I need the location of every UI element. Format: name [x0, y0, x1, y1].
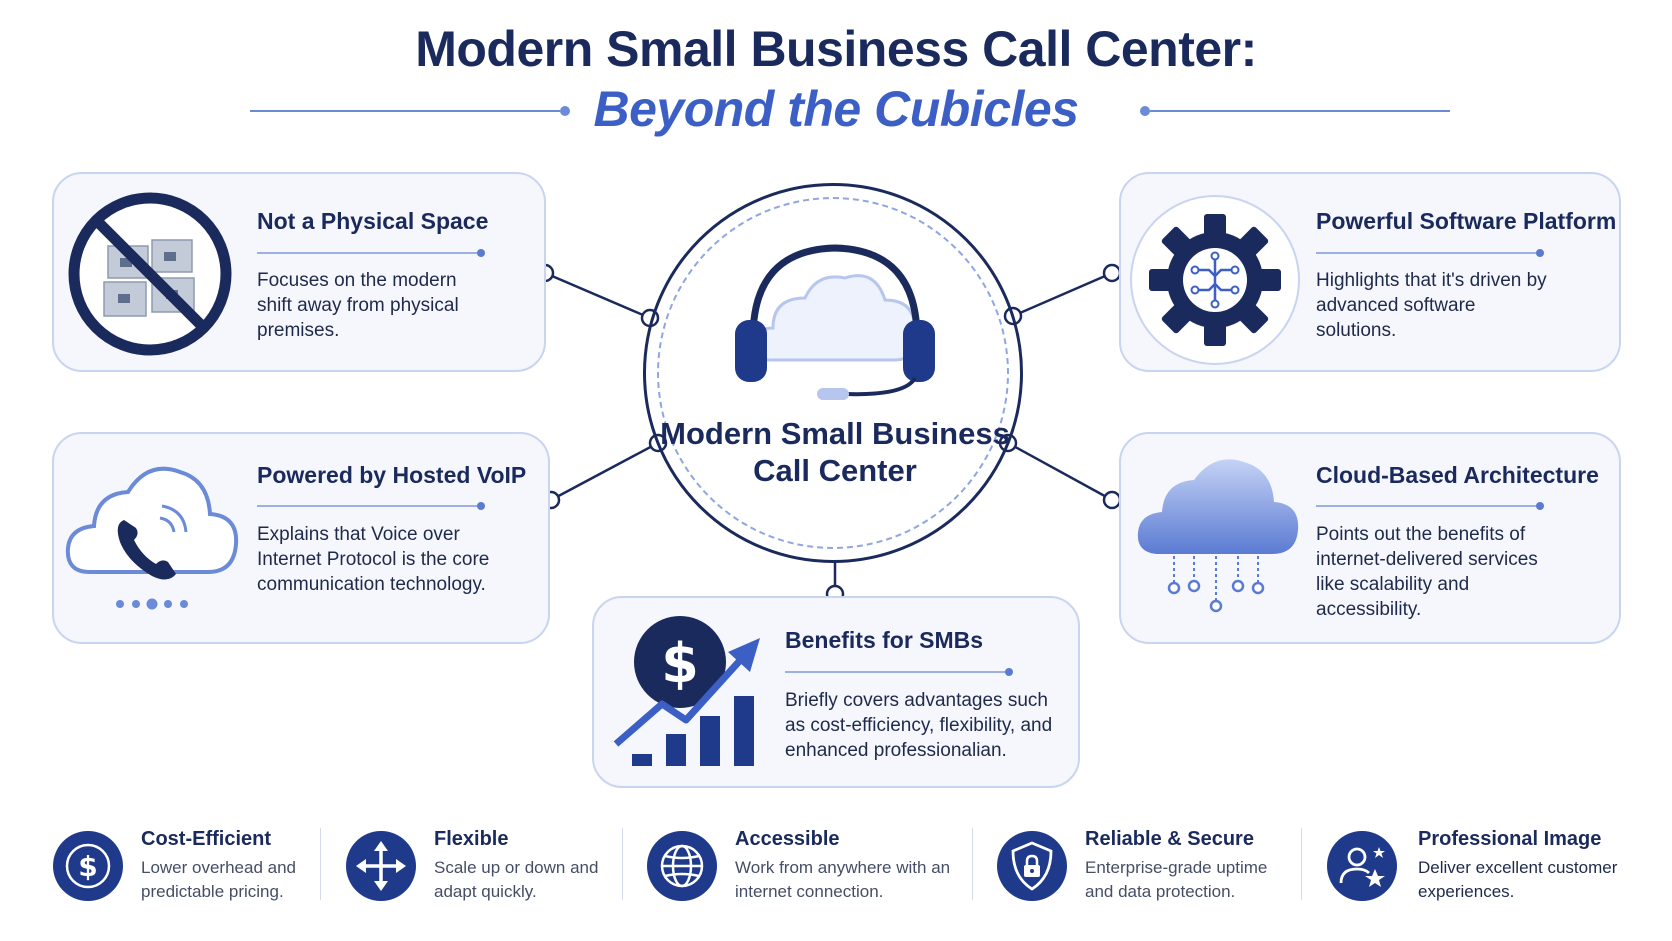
arrows-icon — [346, 831, 416, 901]
gear-circuit-icon — [1149, 214, 1281, 346]
card-benefits-title: Benefits for SMBs — [785, 627, 984, 653]
feature-separator — [1301, 828, 1302, 900]
feature-separator — [320, 828, 321, 900]
feature-separator — [972, 828, 973, 900]
feature-cost-title: Cost-Efficient — [141, 828, 271, 850]
card-cloud-title: Cloud-Based Architecture — [1316, 462, 1599, 488]
page-subtitle: Beyond the Cubicles — [593, 81, 1079, 137]
feature-professional-title: Professional Image — [1418, 828, 1602, 850]
feature-accessible-text: Work from anywhere with an internet conn… — [735, 858, 951, 901]
feature-professional-text: Deliver excellent customer experiences. — [1418, 858, 1618, 901]
title-divider-dot-right — [1140, 106, 1150, 116]
card-voip-title: Powered by Hosted VoIP — [257, 462, 527, 488]
svg-text:$: $ — [78, 850, 97, 883]
page-title: Modern Small Business Call Center: — [415, 21, 1257, 77]
card-physical-title: Not a Physical Space — [257, 208, 489, 234]
title-divider-left — [250, 110, 560, 112]
hub-outer-ring — [643, 183, 1023, 563]
card-benefits-text: Briefly covers advantages such as cost-e… — [785, 690, 1053, 761]
feature-flexible-title: Flexible — [434, 828, 509, 850]
card-physical-text: Focuses on the modern shift away from ph… — [257, 270, 459, 341]
feature-separator — [622, 828, 623, 900]
user-star-icon — [1327, 831, 1397, 901]
globe-icon — [647, 831, 717, 901]
feature-reliable-text: Enterprise-grade uptime and data protect… — [1085, 858, 1268, 901]
title-divider-dot-left — [560, 106, 570, 116]
feature-flexible-text: Scale up or down and adapt quickly. — [434, 858, 599, 901]
title-divider-right — [1150, 110, 1450, 112]
card-voip-text: Explains that Voice over Internet Protoc… — [257, 524, 490, 595]
headset-cloud-icon — [735, 244, 935, 400]
shield-lock-icon — [997, 831, 1067, 901]
card-software-title: Powerful Software Platform — [1316, 208, 1617, 234]
no-cubicles-icon — [68, 192, 232, 356]
hub-title: Modern Small Business Call Center — [660, 416, 1010, 488]
node-cloud-outer — [1102, 490, 1122, 510]
card-cloud-divider — [1316, 502, 1544, 510]
cloud-phone-icon — [65, 466, 239, 610]
node-software-outer — [1102, 263, 1122, 283]
connector-software — [1012, 271, 1113, 318]
feature-accessible-title: Accessible — [735, 828, 840, 850]
card-voip-divider — [257, 502, 485, 510]
dollar-growth-chart-icon: $ — [613, 616, 760, 766]
card-cloud-text: Points out the benefits of internet-deli… — [1316, 524, 1538, 620]
svg-text:$: $ — [661, 632, 699, 695]
card-benefits-divider — [785, 668, 1013, 676]
connector-voip — [550, 441, 659, 502]
connector-cloud — [1007, 441, 1113, 502]
feature-reliable-title: Reliable & Secure — [1085, 828, 1254, 850]
card-software-divider — [1316, 249, 1544, 257]
connector-physical — [544, 271, 651, 320]
feature-cost-text: Lower overhead and predictable pricing. — [141, 858, 297, 901]
card-physical-divider — [257, 249, 485, 257]
cloud-network-icon — [1137, 459, 1299, 613]
card-software-text: Highlights that it's driven by advanced … — [1316, 270, 1547, 341]
hub-inner-ring — [657, 197, 1009, 549]
dollar-icon: $ — [53, 831, 123, 901]
